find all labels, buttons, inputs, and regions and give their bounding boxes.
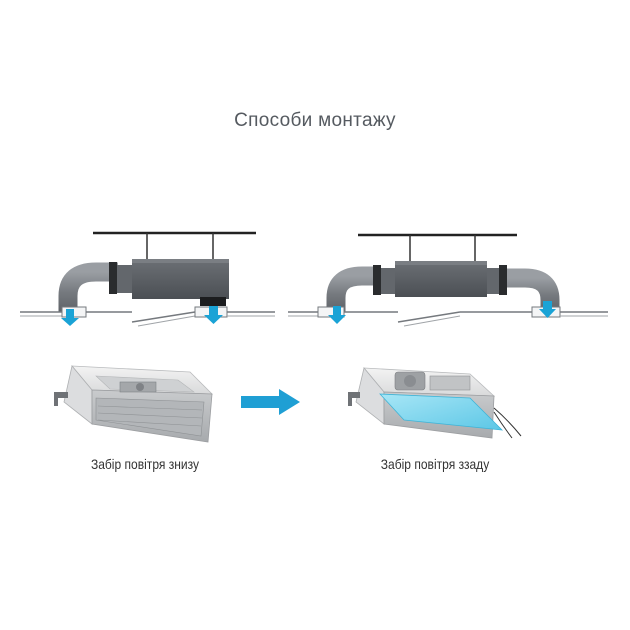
intake-airflow-arrow-icon [539,301,556,318]
duct-flange [499,265,507,295]
ceiling-panel [131,311,196,323]
return-elbow-duct [507,268,560,312]
intake-grille [200,297,226,306]
supply-airflow-arrow-icon [328,306,346,324]
unit-body [132,259,229,299]
caption-rear-intake: Забір повітря ззаду [380,456,490,472]
intake-airflow-arrow-icon [204,306,223,324]
rear-filter-panel [379,393,504,431]
supply-elbow-duct [326,266,380,312]
supply-airflow-arrow-icon [61,309,79,326]
duct-collar [117,265,132,293]
transition-arrow-icon [241,389,300,415]
duct-flange [373,265,381,295]
elbow-duct [58,262,118,312]
unit-illustration-rear-intake [348,367,522,439]
unit-body [395,261,487,297]
duct-flange [109,262,117,294]
caption-bottom-intake: Забір повітря знизу [90,456,200,472]
ceiling-panel [397,311,461,323]
rear-intake-schematic [288,233,608,327]
unit-illustration-bottom-intake [54,365,213,443]
page-title: Способи монтажу [234,110,396,131]
bottom-intake-schematic [20,231,275,327]
